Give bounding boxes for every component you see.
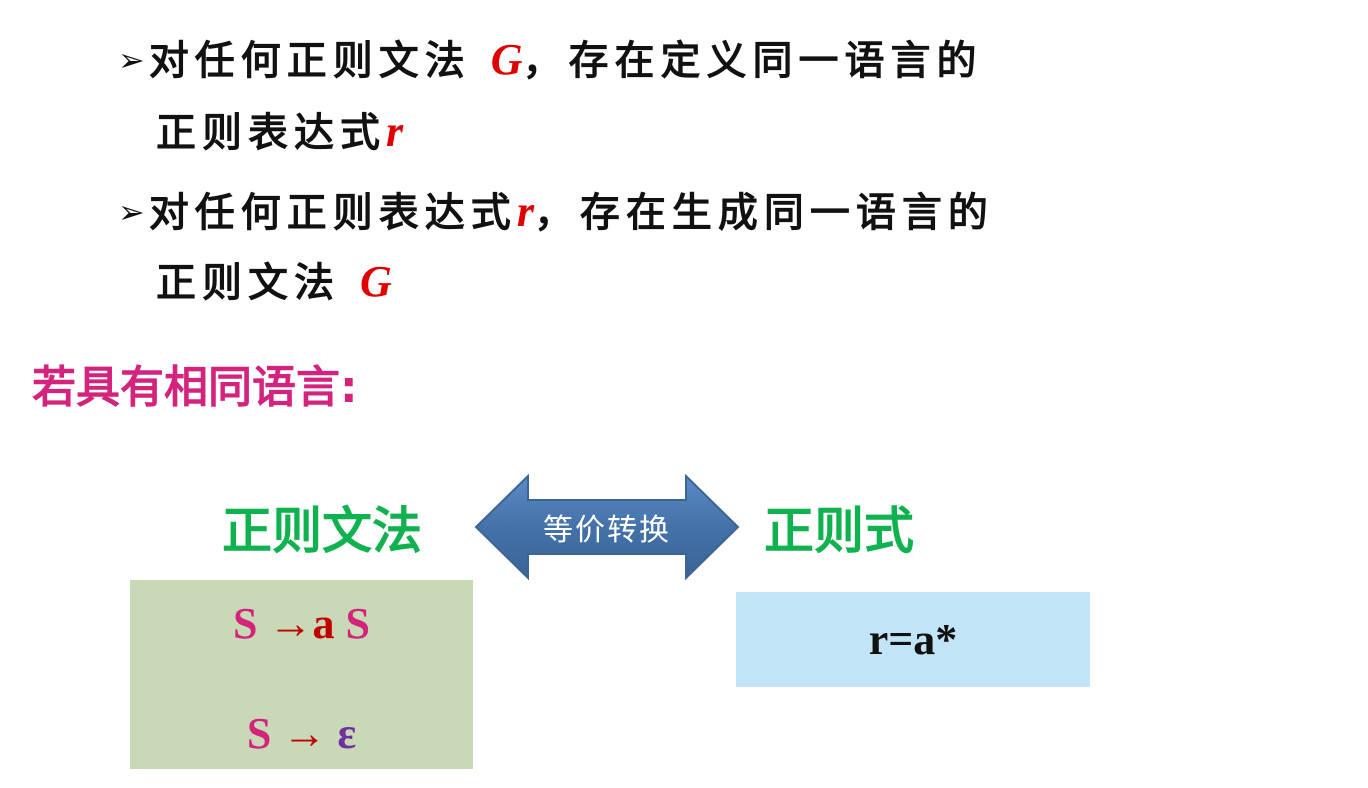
statement-line-2: 正则表达式r [156,110,403,154]
regex-expression: r=a* [868,614,958,664]
arrow-label: 等价转换 [543,513,671,548]
production-arrow: → [282,709,327,758]
regex-symbol-r: r [386,107,404,156]
statement-text: 对任何正则文法 [148,37,471,84]
regex-symbol-r: r [516,187,534,236]
double-arrow-icon [474,474,740,580]
grammar-symbol-G: G [490,35,523,84]
statement-line-1: ➢对任何正则文法 G，存在定义同一语言的 [118,38,983,82]
statement-text: ，存在生成同一语言的 [533,189,994,236]
nonterminal-S: S [345,599,370,648]
grammar-symbol-G: G [359,257,392,306]
statement-text: 正则表达式 [156,109,386,156]
statement-text: ，存在定义同一语言的 [522,37,983,84]
bullet-arrow-icon: ➢ [118,193,145,231]
regular-grammar-label: 正则文法 [222,502,422,560]
statement-line-3: ➢对任何正则表达式r，存在生成同一语言的 [118,190,994,234]
production-arrow: → [268,599,313,648]
nonterminal-S: S [246,709,272,758]
equivalence-double-arrow: 等价转换 [474,474,740,580]
statement-text: 对任何正则表达式 [148,189,517,236]
regular-expression-label: 正则式 [764,502,914,560]
nonterminal-S: S [233,599,258,648]
section-heading: 若具有相同语言: [32,362,358,413]
statement-line-4: 正则文法 G [156,260,392,304]
statement-text: 正则文法 [156,259,340,306]
grammar-rule-1: S →a S [130,602,473,646]
bullet-arrow-icon: ➢ [118,41,145,79]
epsilon-symbol: ε [337,709,357,758]
grammar-rules-box: S →a S S → ε [130,580,473,769]
regex-box: r=a* [736,592,1090,687]
terminal-a: a [312,599,335,648]
grammar-rule-2: S → ε [130,712,473,756]
